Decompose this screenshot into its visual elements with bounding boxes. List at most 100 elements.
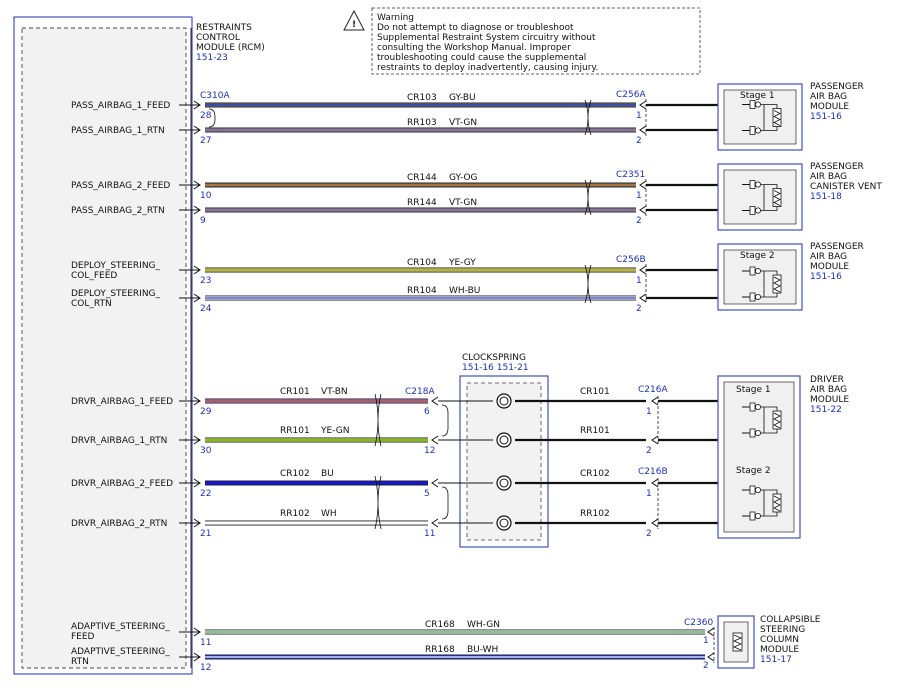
rcm-connector-c310a: C310A bbox=[200, 91, 230, 101]
device-stage-driver-1: Stage 1 bbox=[736, 385, 771, 395]
wire-cr168-stripe bbox=[205, 631, 705, 633]
wire-color-cr102: BU bbox=[321, 469, 334, 479]
signal-label-deployfeed: COL_FEED bbox=[71, 271, 117, 281]
clockspring-ring-inner bbox=[499, 435, 509, 445]
connector-c2360: C2360 bbox=[684, 618, 713, 628]
squib-driver-2-zigzag bbox=[773, 495, 781, 512]
rcm-pin-drv2feed: 22 bbox=[200, 489, 211, 499]
squib-pass2-wire bbox=[761, 184, 778, 211]
wire-circuit-cr101: CR101 bbox=[280, 387, 310, 397]
squib-driver-1-zigzag bbox=[773, 412, 781, 429]
signal-label-drv2rtn: DRVR_AIRBAG_2_RTN bbox=[71, 519, 167, 529]
device-name-driver: DRIVER bbox=[810, 375, 844, 385]
wire-rr101-stripe bbox=[205, 439, 428, 441]
device-arrow-pass1 bbox=[639, 100, 647, 110]
device-name-adaptive: COLLAPSIBLE bbox=[760, 615, 821, 625]
twisted-pair-upper-0 bbox=[584, 99, 592, 136]
clockspring-ring bbox=[496, 515, 512, 531]
clockspring-ring bbox=[496, 475, 512, 491]
wire-circuit-cr103: CR103 bbox=[407, 93, 437, 103]
clockspring-pin: 11 bbox=[424, 529, 435, 539]
clockspring-pin: 6 bbox=[424, 407, 430, 417]
squib-pass2-ring bbox=[755, 181, 762, 188]
clockspring-brace-2 bbox=[441, 486, 449, 520]
squib-driver-2-element bbox=[772, 493, 782, 513]
device-ref-pass2: 151-18 bbox=[810, 192, 842, 202]
device-ref-driver: 151-22 bbox=[810, 405, 842, 415]
signal-label-adaptfeed: FEED bbox=[71, 632, 95, 642]
driver-arrow bbox=[651, 435, 659, 445]
adaptive-pin: 1 bbox=[703, 636, 709, 646]
device-name-deploy: PASSENGER bbox=[810, 242, 864, 252]
rcm-pin-deployrtn: 24 bbox=[200, 304, 212, 314]
wire-rr168-stripe bbox=[205, 656, 705, 658]
squib-driver-1-pins bbox=[749, 402, 756, 438]
device-ref-deploy: 151-16 bbox=[810, 272, 842, 282]
signal-label-pass1rtn: PASS_AIRBAG_1_RTN bbox=[71, 126, 165, 136]
squib-driver-1-ring bbox=[755, 429, 762, 436]
signal-label-drv2feed: DRVR_AIRBAG_2_FEED bbox=[71, 479, 173, 489]
squib-pass2-zigzag bbox=[773, 190, 781, 206]
driver-pin: 1 bbox=[646, 489, 652, 499]
rcm-arrow-drv2feed bbox=[193, 478, 201, 488]
wire-circuit-out-cr101: CR101 bbox=[580, 387, 610, 397]
rcm-pin-pass1rtn: 27 bbox=[200, 136, 211, 146]
squib-pass1-ring bbox=[755, 101, 762, 108]
clockspring-arrow bbox=[431, 435, 439, 445]
driver-arrow bbox=[651, 478, 659, 488]
wire-color-rr101: YE-GN bbox=[320, 426, 349, 436]
wire-cr104-stripe bbox=[205, 269, 636, 271]
device-name-adaptive: STEERING bbox=[760, 625, 805, 635]
squib-pass2-element bbox=[772, 188, 782, 207]
rcm-arrow-pass2rtn bbox=[193, 205, 201, 215]
device-arrow-pass2 bbox=[639, 180, 647, 190]
device-name-pass1: MODULE bbox=[810, 102, 849, 112]
squib-driver-2-ring bbox=[755, 486, 762, 493]
squib-pass1-ring bbox=[755, 127, 762, 134]
device-pin-deploy: 1 bbox=[636, 276, 642, 286]
rcm-arrow-deployrtn bbox=[193, 293, 201, 303]
squib-deploy-leads bbox=[742, 270, 750, 298]
wire-circuit-cr168: CR168 bbox=[425, 620, 455, 630]
squib-pass2-ring bbox=[755, 207, 762, 214]
rcm-pin-adaptrtn: 12 bbox=[200, 663, 211, 673]
device-name-adaptive: MODULE bbox=[760, 645, 799, 655]
warning-line: troubleshooting could cause the suppleme… bbox=[377, 53, 586, 63]
warning-title: Warning bbox=[377, 13, 414, 23]
device-name-adaptive: COLUMN bbox=[760, 635, 799, 645]
squib-driver-2-ring bbox=[755, 513, 762, 520]
connector-c218a: C218A bbox=[405, 387, 435, 397]
device-pin-pass1: 2 bbox=[636, 136, 642, 146]
clockspring-pin: 12 bbox=[424, 446, 435, 456]
clockspring-ring-inner bbox=[499, 518, 509, 528]
wire-color-rr104: WH-BU bbox=[449, 286, 480, 296]
squib-driver-2-wire bbox=[761, 489, 778, 517]
driver-pin: 2 bbox=[646, 446, 652, 456]
clockspring-name: CLOCKSPRING bbox=[462, 353, 526, 363]
rcm-ref: 151-23 bbox=[196, 53, 228, 63]
squib-deploy-ring bbox=[755, 293, 762, 300]
device-name-pass2: AIR BAG bbox=[810, 172, 847, 182]
squib-pass1-zigzag bbox=[773, 110, 781, 126]
warning-box bbox=[371, 7, 701, 75]
wire-rr102-stripe bbox=[205, 522, 428, 524]
device-arrow-pass1 bbox=[639, 125, 647, 135]
twisted-pair-driver-2 bbox=[374, 475, 382, 530]
rcm-arrow-adaptfeed bbox=[193, 627, 201, 637]
device-pin-pass1: 1 bbox=[636, 111, 642, 121]
twisted-pair-upper-1 bbox=[584, 179, 592, 216]
rcm-pin-pass2feed: 10 bbox=[200, 191, 212, 201]
rcm-pin-pair-brace bbox=[208, 108, 216, 128]
device-stage-deploy: Stage 2 bbox=[740, 251, 775, 261]
wire-color-rr168: BU-WH bbox=[467, 645, 498, 655]
rcm-arrow-pass1feed bbox=[193, 100, 201, 110]
device-pin-deploy: 2 bbox=[636, 304, 642, 314]
wire-color-rr144: VT-GN bbox=[449, 198, 477, 208]
signal-label-adaptfeed: ADAPTIVE_STEERING_ bbox=[71, 622, 170, 632]
device-box-pass1-inner bbox=[723, 89, 797, 145]
connector-c216a: C216A bbox=[638, 385, 668, 395]
wire-cr103-stripe bbox=[205, 104, 636, 106]
wire-cr102-stripe bbox=[205, 482, 428, 484]
rcm-arrow-pass2feed bbox=[193, 180, 201, 190]
